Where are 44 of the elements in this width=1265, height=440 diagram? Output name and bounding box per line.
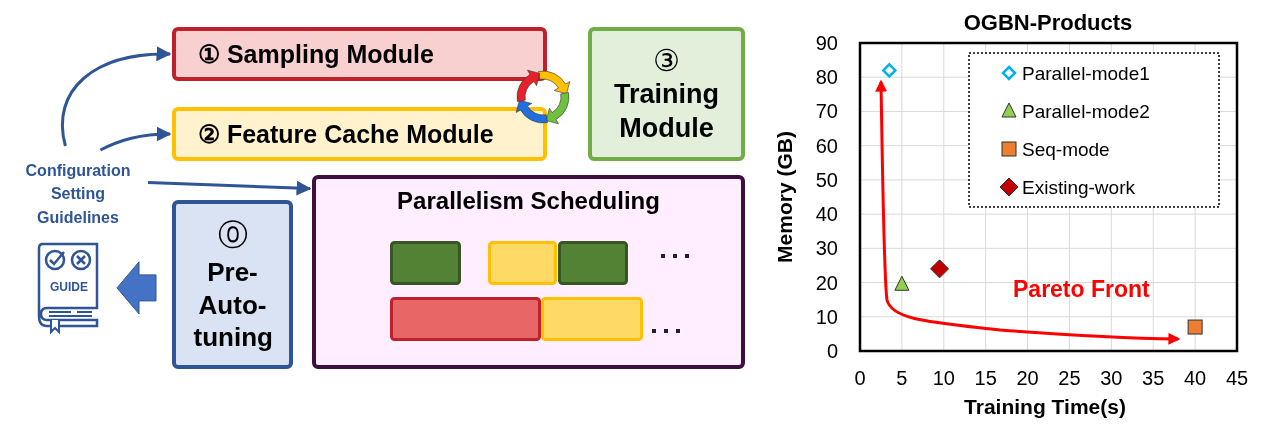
tick-label: 70 xyxy=(815,100,838,123)
arrow xyxy=(147,180,312,196)
module-box xyxy=(588,27,745,161)
tick-label: 90 xyxy=(815,32,838,54)
annotation-text: Pareto Front xyxy=(1013,276,1150,302)
tick-label: 80 xyxy=(815,66,838,89)
tick-label: 10 xyxy=(815,305,838,328)
arrow xyxy=(61,46,172,147)
block-arrow xyxy=(116,261,157,315)
tick-label: 25 xyxy=(1058,367,1081,389)
module-box xyxy=(172,27,547,81)
legend-label: Existing-work xyxy=(1022,177,1135,198)
tick-label: 30 xyxy=(1100,367,1123,389)
legend-label: Parallel-mode2 xyxy=(1022,101,1150,122)
tick-label: 40 xyxy=(1184,367,1207,389)
arrow xyxy=(99,126,172,152)
tick-label: 30 xyxy=(815,237,838,260)
axis-title: Training Time(s) xyxy=(964,395,1126,418)
tick-label: 40 xyxy=(815,203,838,226)
tick-label: 35 xyxy=(1142,367,1165,389)
tick-label: 20 xyxy=(815,271,838,294)
tick-label: 10 xyxy=(932,367,955,389)
tick-label: 50 xyxy=(815,168,838,191)
tick-label: 0 xyxy=(854,367,866,389)
tick-label: 0 xyxy=(826,340,838,362)
module-label: Training Module xyxy=(613,77,720,145)
axis-title: Memory (GB) xyxy=(773,131,796,263)
tick-label: 60 xyxy=(815,134,838,157)
step-number: ⓪ xyxy=(217,216,248,255)
tick-label: 15 xyxy=(974,367,997,389)
module-box xyxy=(172,107,547,161)
step-number: ③ xyxy=(653,42,680,78)
tick-label: 20 xyxy=(1016,367,1039,389)
module-label: ① Sampling Module xyxy=(198,39,434,69)
module-label: Pre-Auto-tuning xyxy=(193,256,272,354)
tuning-box xyxy=(172,200,293,369)
panel-title: Parallelism Scheduling xyxy=(397,187,660,215)
module-label: ② Feature Cache Module xyxy=(198,119,494,149)
legend-label: Parallel-mode1 xyxy=(1022,63,1150,84)
chart-title: OGBN-Products xyxy=(963,10,1133,35)
guideline-text: Configuration Setting Guidelines xyxy=(24,161,132,228)
tick-label: 5 xyxy=(896,367,908,389)
tick-label: 45 xyxy=(1225,367,1249,389)
legend-label: Seq-mode xyxy=(1022,139,1110,160)
